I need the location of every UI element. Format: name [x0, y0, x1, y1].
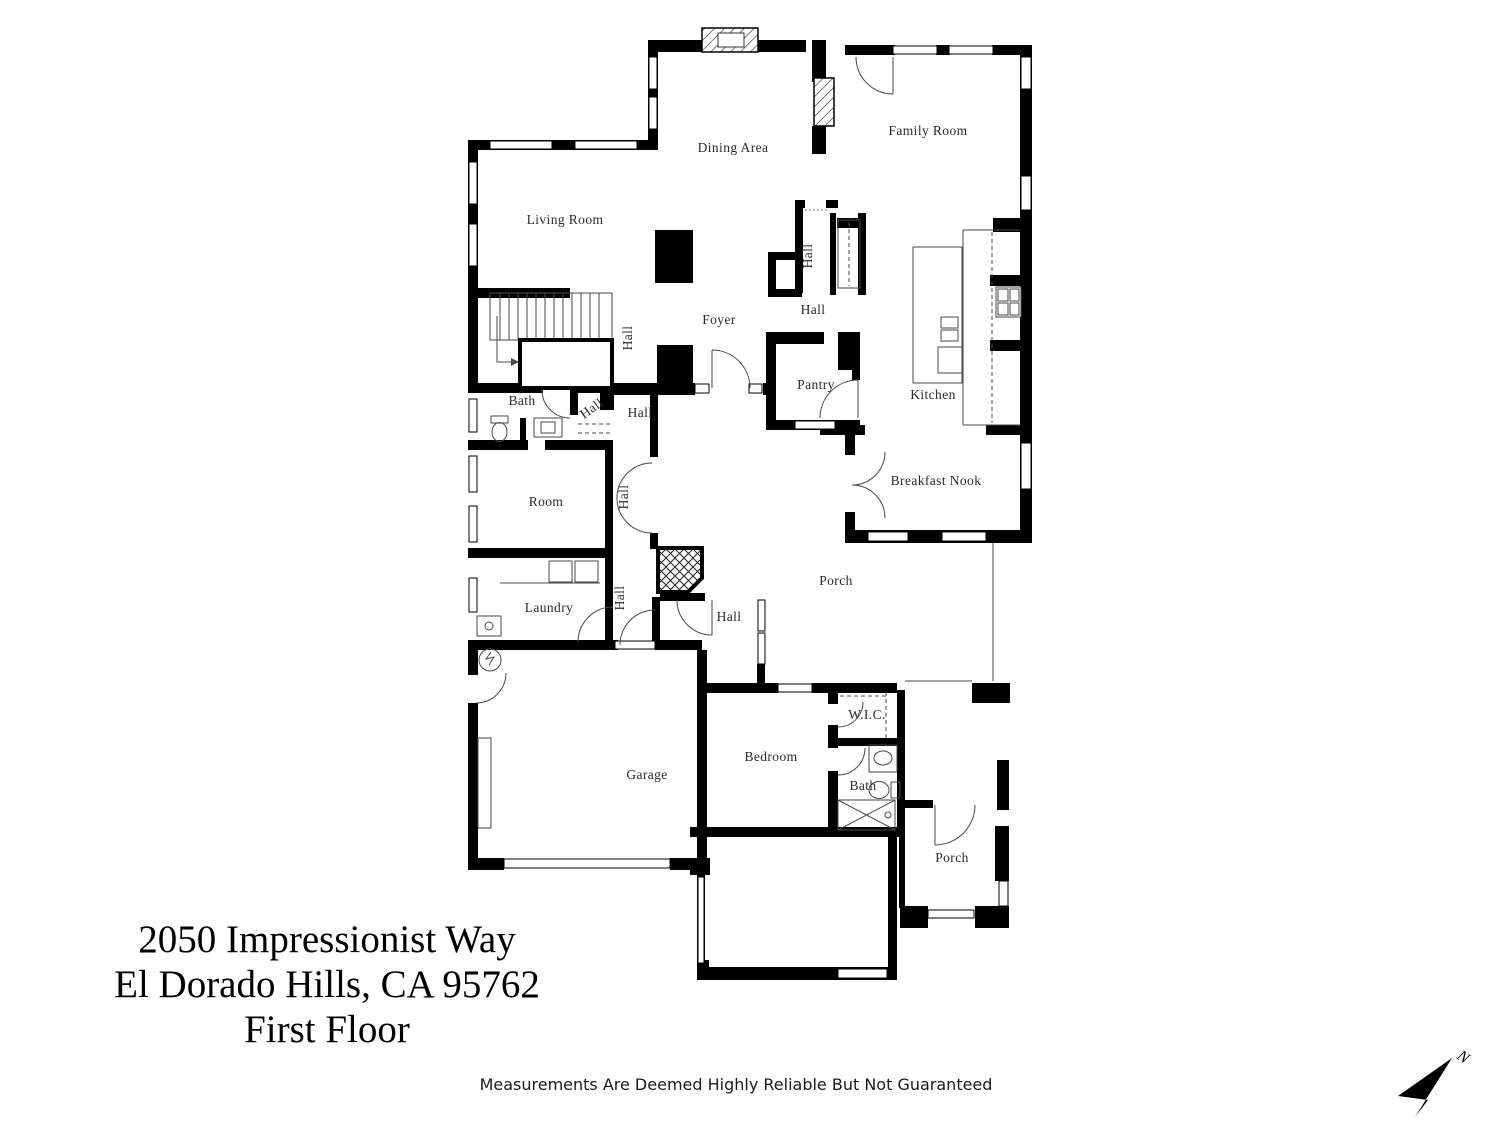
- hall-label-8: Hall: [717, 609, 742, 624]
- staircase: [489, 292, 614, 390]
- upper-bath-fixtures: [490, 415, 612, 442]
- washer-icon: [548, 560, 573, 583]
- dryer-icon: [574, 560, 599, 583]
- garage-entry-door: [475, 672, 507, 704]
- laundry-fixtures: [476, 560, 600, 637]
- fireplaces: [656, 27, 835, 594]
- address-line-1: 2050 Impressionist Way: [138, 918, 516, 961]
- laundry-sink-icon: [476, 615, 502, 637]
- family-fireplace: [813, 77, 835, 127]
- toilet-icon-2: [868, 781, 890, 799]
- front-door: [711, 349, 751, 389]
- doors: [475, 56, 976, 846]
- sink-icon-2: [868, 744, 898, 773]
- room-label-bath-lower: Bath: [849, 778, 876, 793]
- room-label-porch-lower: Porch: [935, 850, 969, 865]
- lower-bath-fixtures: [837, 744, 901, 831]
- room-label-bedroom: Bedroom: [744, 749, 797, 764]
- toilet-icon: [491, 422, 508, 442]
- family-room-door: [855, 56, 894, 95]
- wic-door: [837, 701, 864, 728]
- address-block: 2050 Impressionist Way El Dorado Hills, …: [114, 918, 540, 1051]
- hall-closet: [837, 219, 861, 289]
- windows: [468, 45, 1032, 979]
- north-label: N: [1453, 1047, 1473, 1068]
- laundry-door: [577, 606, 614, 643]
- hall-label-5: Hall: [628, 405, 653, 420]
- room-label-wic: W.I.C.: [848, 707, 886, 722]
- room-label-family-room: Family Room: [888, 123, 967, 138]
- walls: [468, 40, 1032, 980]
- toilet-tank: [490, 415, 509, 424]
- room-labels: Dining Area Family Room Living Room Foye…: [508, 123, 981, 865]
- room-label-kitchen: Kitchen: [910, 387, 956, 402]
- room-label-dining-area: Dining Area: [698, 140, 769, 155]
- garage-shelf: [477, 737, 492, 829]
- hall-label-1: Hall: [620, 326, 635, 351]
- room-label-living-room: Living Room: [527, 212, 604, 227]
- room-label-porch-main: Porch: [819, 573, 853, 588]
- shower: [837, 799, 896, 831]
- north-arrow-icon: N: [1398, 1047, 1473, 1117]
- room-label-laundry: Laundry: [525, 600, 574, 615]
- kitchen-counter: [962, 229, 1022, 426]
- disclaimer-text: Measurements Are Deemed Highly Reliable …: [480, 1075, 993, 1094]
- hall-door: [619, 609, 656, 646]
- fixtures: [476, 209, 1022, 831]
- corner-fireplace: [656, 546, 704, 594]
- room-label-room: Room: [529, 494, 564, 509]
- lower-bath-door: [837, 747, 866, 776]
- room-label-pantry: Pantry: [797, 377, 835, 392]
- hall-label-7: Hall: [612, 586, 627, 611]
- pantry-door: [819, 379, 859, 419]
- wing-hall-door: [676, 599, 713, 636]
- porch-door: [934, 804, 976, 846]
- hall-label-6: Hall: [616, 485, 631, 510]
- hall-label-3: Hall: [801, 302, 826, 317]
- address-line-3: First Floor: [244, 1008, 410, 1051]
- stair-direction-arrow: [511, 358, 519, 366]
- water-heater-icon: [478, 648, 502, 672]
- breakfast-french-doors: [851, 451, 886, 519]
- room-label-garage: Garage: [626, 767, 667, 782]
- room-label-breakfast-nook: Breakfast Nook: [891, 473, 982, 488]
- address-line-2: El Dorado Hills, CA 95762: [114, 963, 540, 1006]
- sink-icon: [533, 417, 563, 438]
- kitchen-island: [912, 246, 963, 384]
- room-label-foyer: Foyer: [702, 312, 736, 327]
- hall-label-2: Hall: [800, 244, 815, 269]
- bath-door: [541, 389, 571, 419]
- hall-double-doors: [616, 462, 653, 534]
- room-label-bath-upper: Bath: [508, 393, 535, 408]
